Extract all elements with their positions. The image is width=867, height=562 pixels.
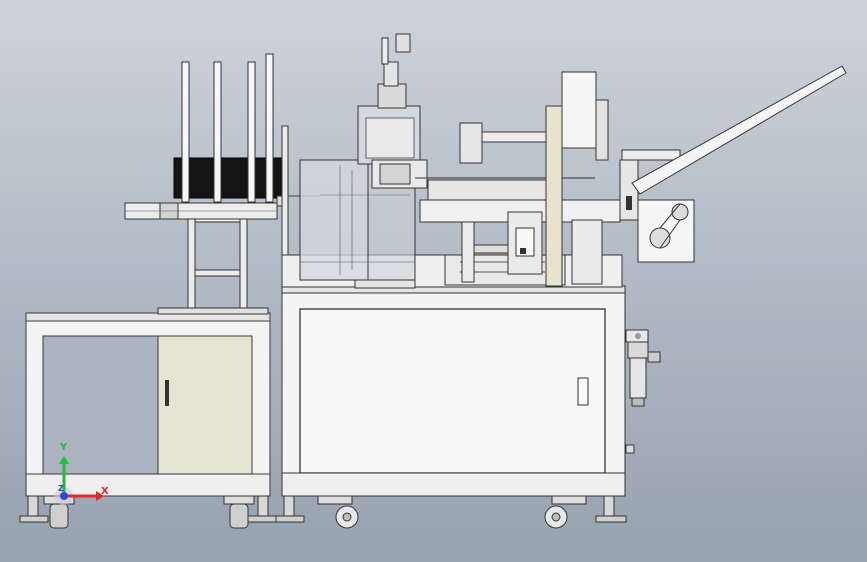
triad-z-label: Z xyxy=(58,484,64,493)
label-dispenser[interactable] xyxy=(619,149,695,263)
feeder-support-frame xyxy=(157,204,269,315)
labeling-column[interactable] xyxy=(545,71,609,287)
main-cabinet-door xyxy=(299,308,606,474)
left-casters xyxy=(43,495,255,529)
triad-y-label: Y xyxy=(60,442,68,453)
feed-conveyor-rail[interactable] xyxy=(124,195,320,220)
air-filter-regulator[interactable] xyxy=(625,329,661,454)
material-hopper[interactable] xyxy=(173,53,283,203)
main-cabinet-handle xyxy=(577,377,589,406)
coordinate-triad xyxy=(55,456,104,505)
main-feet-casters xyxy=(275,495,627,529)
main-cabinet[interactable] xyxy=(281,285,626,497)
left-cabinet-handle xyxy=(165,380,169,406)
left-feeder-cabinet[interactable] xyxy=(25,312,271,497)
left-cabinet-door xyxy=(157,335,253,475)
left-cabinet-opening xyxy=(42,335,159,475)
discharge-chute[interactable] xyxy=(631,65,847,195)
central-mechanism[interactable] xyxy=(415,122,621,283)
left-leveling-feet xyxy=(19,495,277,523)
press-tower[interactable] xyxy=(357,33,428,189)
triad-x-label: X xyxy=(101,486,109,497)
